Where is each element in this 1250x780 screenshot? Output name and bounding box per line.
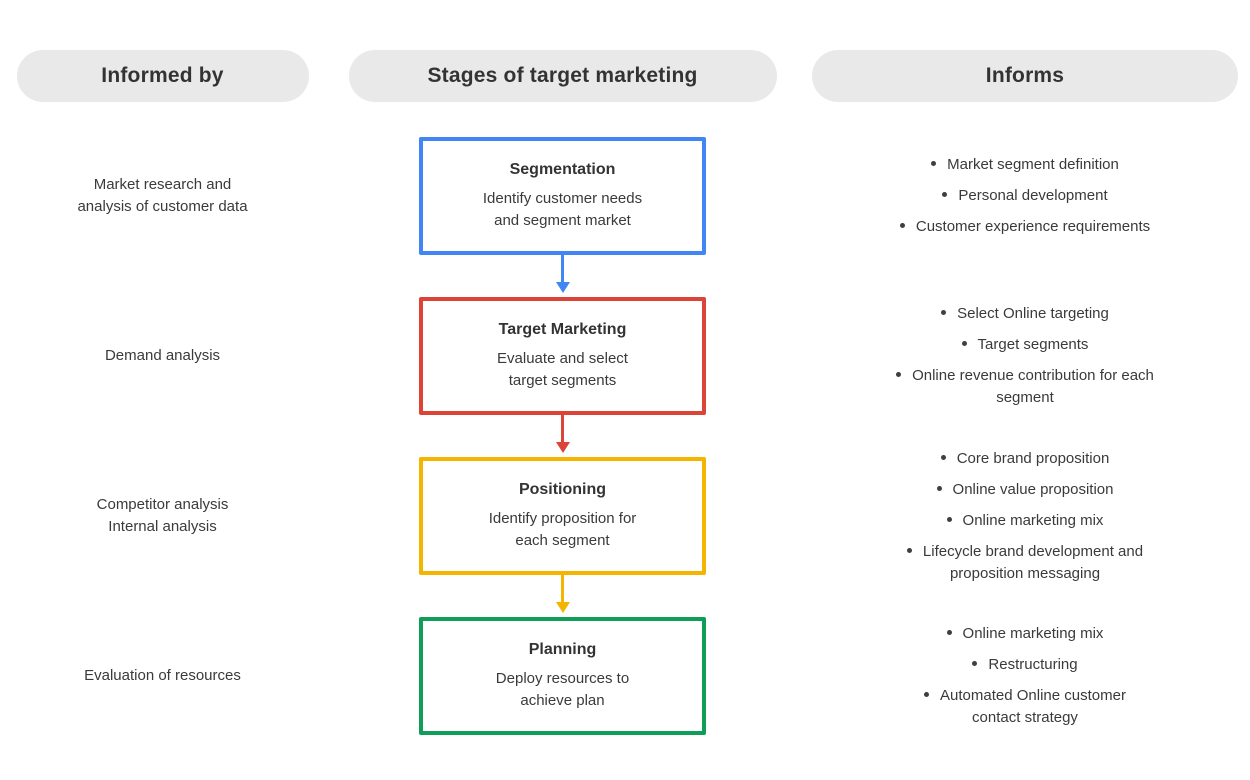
bullet-dot-icon — [941, 310, 947, 315]
column-headers: Informed by Stages of target marketing I… — [0, 0, 1250, 102]
bullet-dot-icon — [931, 161, 937, 166]
stage-box: Target Marketing Evaluate and select tar… — [419, 297, 706, 415]
header-pill-stages: Stages of target marketing — [348, 50, 777, 102]
bullet-dot-icon — [906, 547, 912, 553]
informs-item-text: Restructuring — [988, 656, 1078, 673]
informs-item-text: Online marketing mix — [962, 511, 1104, 529]
informs-item: Personal development — [815, 185, 1235, 207]
informs-item: Automated Online customer contact strate… — [815, 685, 1235, 729]
informs-item: Customer experience requirements — [815, 216, 1235, 238]
informs-item-text: Customer experience requirements — [915, 218, 1151, 235]
informs-item: Select Online targeting — [815, 303, 1235, 325]
informs-item-text: Core brand proposition — [956, 449, 1110, 467]
informs-item-text: Automated Online customer contact strate… — [940, 687, 1126, 726]
informs-item-text: Lifecycle brand development and proposit… — [922, 542, 1144, 582]
informed-by-cell: Evaluation of resources — [0, 617, 325, 735]
bullet-dot-icon — [972, 661, 978, 666]
stage-description: Identify customer needs and segment mark… — [482, 189, 643, 229]
arrow-stem — [561, 575, 564, 602]
bullet-dot-icon — [896, 372, 902, 377]
informed-by-text: Demand analysis — [104, 347, 221, 364]
informs-item: Restructuring — [815, 654, 1235, 676]
header-cell-stages: Stages of target marketing — [325, 50, 800, 102]
informs-item: Lifecycle brand development and proposit… — [815, 541, 1235, 585]
stage-cell: Positioning Identify proposition for eac… — [325, 457, 800, 617]
stage-title: Target Marketing — [498, 320, 627, 338]
bullet-dot-icon — [961, 341, 967, 346]
informed-by-cell: Demand analysis — [0, 297, 325, 415]
informs-item: Core brand proposition — [815, 448, 1235, 470]
header-cell-informs: Informs — [800, 50, 1250, 102]
stage-row: Market research and analysis of customer… — [0, 137, 1250, 297]
header-pill-informed-by: Informed by — [16, 50, 309, 102]
bullet-dot-icon — [946, 630, 952, 635]
arrow-stem — [561, 255, 564, 282]
bullet-dot-icon — [936, 485, 942, 491]
informs-item: Online revenue contribution for each seg… — [815, 365, 1235, 409]
stages-container: Market research and analysis of customer… — [0, 137, 1250, 777]
informs-item-text: Market segment definition — [947, 156, 1119, 173]
informed-by-cell: Market research and analysis of customer… — [0, 137, 325, 255]
informs-item: Target segments — [815, 334, 1235, 356]
stage-title: Segmentation — [509, 160, 616, 178]
stage-cell: Target Marketing Evaluate and select tar… — [325, 297, 800, 457]
header-cell-informed-by: Informed by — [0, 50, 325, 102]
arrow-head — [555, 282, 570, 293]
stage-title: Planning — [528, 640, 597, 658]
informs-item: Online marketing mix — [815, 623, 1235, 645]
arrow-head — [555, 442, 570, 453]
stage-cell: Planning Deploy resources to achieve pla… — [325, 617, 800, 777]
informs-item-text: Online revenue contribution for each seg… — [912, 367, 1154, 406]
informed-by-text: Competitor analysis Internal analysis — [96, 496, 229, 535]
stage-row: Evaluation of resources Planning Deploy … — [0, 617, 1250, 777]
stage-box: Segmentation Identify customer needs and… — [419, 137, 706, 255]
down-arrow-icon — [555, 415, 570, 457]
informs-item-text: Personal development — [958, 187, 1108, 204]
informs-item-text: Target segments — [977, 336, 1089, 353]
down-arrow-icon — [555, 255, 570, 297]
header-pill-informs: Informs — [812, 50, 1238, 102]
informs-item-text: Online value proposition — [952, 480, 1114, 498]
stage-description: Deploy resources to achieve plan — [495, 669, 630, 709]
informs-item: Market segment definition — [815, 154, 1235, 176]
bullet-dot-icon — [940, 454, 946, 460]
stage-row: Competitor analysis Internal analysis Po… — [0, 450, 1250, 617]
bullet-dot-icon — [924, 692, 930, 697]
stage-description: Identify proposition for each segment — [488, 509, 637, 549]
bullet-dot-icon — [946, 516, 952, 522]
informs-item: Online value proposition — [815, 479, 1235, 501]
stage-box: Planning Deploy resources to achieve pla… — [419, 617, 706, 735]
informed-by-text: Market research and analysis of customer… — [77, 176, 248, 215]
arrow-head — [555, 602, 570, 613]
informed-by-text: Evaluation of resources — [84, 667, 241, 684]
informs-item-text: Select Online targeting — [957, 305, 1109, 322]
stage-row: Demand analysis Target Marketing Evaluat… — [0, 297, 1250, 457]
informs-item-text: Online marketing mix — [962, 625, 1104, 642]
informs-item: Online marketing mix — [815, 510, 1235, 532]
stage-cell: Segmentation Identify customer needs and… — [325, 137, 800, 297]
stage-title: Positioning — [518, 480, 607, 498]
bullet-dot-icon — [942, 192, 948, 197]
stage-description: Evaluate and select target segments — [497, 349, 628, 389]
stage-box: Positioning Identify proposition for eac… — [419, 457, 706, 575]
bullet-dot-icon — [899, 223, 905, 228]
informed-by-cell: Competitor analysis Internal analysis — [0, 457, 325, 575]
down-arrow-icon — [555, 575, 570, 617]
arrow-stem — [561, 415, 564, 442]
